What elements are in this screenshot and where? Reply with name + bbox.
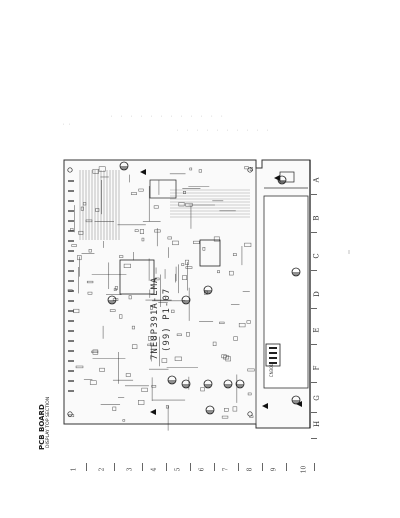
- row-tick: [262, 463, 263, 471]
- header-line-1: · · · · · · · · · · · ·: [110, 114, 226, 120]
- pcb-code: 7NE8P391A-LMA: [150, 276, 160, 360]
- row-tick: [142, 463, 143, 471]
- column-tick: [311, 308, 317, 309]
- column-marker-c: C: [312, 253, 321, 259]
- row-marker-1: 1: [70, 467, 78, 472]
- row-tick: [86, 463, 87, 471]
- column-tick: [311, 270, 317, 271]
- pcb-code-2: (99) P1-07: [162, 287, 172, 352]
- header-mark: · ·: [62, 122, 72, 128]
- row-marker-8: 8: [246, 467, 254, 472]
- row-marker-4: 4: [150, 467, 158, 472]
- row-marker-3: 3: [126, 467, 134, 472]
- column-tick: [311, 382, 317, 383]
- column-marker-g: G: [312, 395, 321, 401]
- row-tick: [166, 463, 167, 471]
- row-tick: [214, 463, 215, 471]
- board-subtitle: DISPLAY TOP SECTION: [46, 396, 51, 448]
- column-tick: [311, 344, 317, 345]
- header-line-2: · · · · · · · · · ·: [176, 128, 272, 134]
- row-tick: [114, 463, 115, 471]
- row-tick: [314, 463, 315, 471]
- column-tick: [311, 438, 317, 439]
- row-marker-6: 6: [198, 467, 206, 472]
- column-marker-a: A: [312, 177, 321, 183]
- row-tick: [286, 463, 287, 471]
- column-marker-b: B: [312, 215, 321, 221]
- column-marker-f: F: [312, 365, 321, 371]
- connector-code: CN301: [269, 363, 275, 378]
- column-tick: [311, 412, 317, 413]
- column-marker-d: D: [312, 291, 321, 297]
- row-tick: [190, 463, 191, 471]
- row-marker-10: 10: [300, 465, 308, 474]
- column-marker-h: H: [313, 420, 322, 428]
- row-marker-2: 2: [98, 467, 106, 472]
- row-marker-7: 7: [222, 467, 230, 472]
- row-marker-9: 9: [270, 467, 278, 472]
- board-title: PCB BOARD: [38, 404, 46, 450]
- column-tick: [311, 194, 317, 195]
- column-marker-e: E: [312, 327, 321, 333]
- column-tick: [311, 232, 317, 233]
- row-marker-5: 5: [174, 467, 182, 472]
- row-tick: [238, 463, 239, 471]
